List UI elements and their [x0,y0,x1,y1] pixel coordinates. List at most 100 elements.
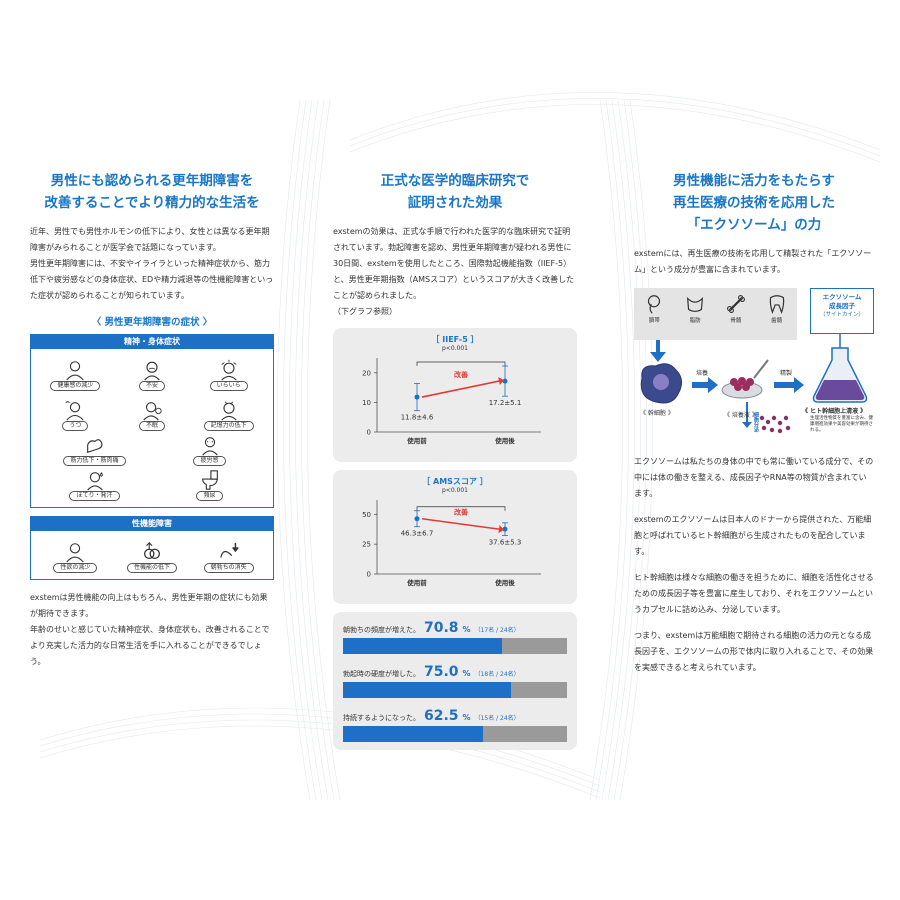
body-paragraph: ヒト幹細胞は様々な細胞の働きを担うために、細胞を活性化させるための成長因子等を豊… [634,573,874,614]
symptom-item: 記憶力の低下 [190,393,267,433]
intro-paragraph: 近年、男性でも男性ホルモンの低下により、女性とは異なる更年期障害がみられることが… [30,227,270,252]
survey-label: 朝勃ちの頻度が増えた。 [343,626,420,634]
person-icon [66,543,85,563]
panel-header: 精神・身体症状 [30,334,274,349]
x-tick-label: 使用前 [406,436,427,445]
data-point [414,394,420,400]
sweat-icon [86,472,103,491]
symptom-label: 性欲の減少 [53,563,98,573]
symptom-label: いらいら [209,381,248,391]
stem-cell-sources: 臍帯 脂肪 骨髄 歯髄 [634,288,797,340]
survey-label: 勃起時の硬度が増した。 [343,670,420,678]
symptom-label: 筋力低下・筋肉痛 [63,456,126,466]
symptom-label: うつ [62,421,89,431]
source-label: 脂肪 [689,318,701,324]
sleepless-icon [143,402,162,421]
survey-row: 勃起時の硬度が増した。 75.0% （18名 / 24名） [343,664,567,698]
value-label: 37.6±5.3 [489,538,522,546]
heading-line: 正式な医学的臨床研究で [380,173,530,189]
data-point [414,516,420,522]
symptom-item: 性欲の減少 [37,535,114,575]
column-exosome: 男性機能に活力をもたらす 再生医療の技術を応用した 「エクソソーム」の力 exs… [634,170,874,676]
culture-arrow-label: 培養 [696,370,709,377]
column-andropause: 男性にも認められる更年期障害を 改善することでより精力的な生活を 近年、男性でも… [30,170,274,670]
outro-paragraph: 年齢のせいと感じていた精神症状、身体症状も、改善されることでより充実した活力的な… [30,625,270,666]
survey-bars: 朝勃ちの頻度が増えた。 70.8% （17名 / 24名） 勃起時の硬度が増した… [333,612,577,750]
heading-line: 再生医療の技術を応用した [673,195,835,211]
irritated-icon [220,359,237,381]
outro-paragraph: exstemは男性機能の向上はもちろん、男性更年期の症状にも効果が期待できます。 [30,593,268,618]
culture-label: 《 培養液 》 [724,412,758,419]
intro-paragraph: exstemには、再生医療の技術を応用して精製された「エクソソーム」という成分が… [634,249,872,274]
y-tick-label: 0 [367,571,371,579]
heading-line: 改善することでより精力的な生活を [44,195,260,211]
body-paragraph: エクソソームは私たちの身体の中でも常に働いている成分で、その中には体の働きを整え… [634,457,874,498]
source-item: 歯髄 [766,292,788,324]
toilet-icon [201,470,218,490]
heading-line: 男性にも認められる更年期障害を [50,173,254,189]
survey-row: 持続するようになった。 62.5% （15名 / 24名） [343,708,567,742]
exo-line: （サイトカイン） [819,312,864,318]
flask-note: 生理活性物質を豊富に含み、健康増進効果や美容効果が期待される。 [810,416,873,433]
survey-label: 持続するようになった。 [343,714,420,722]
value-label: 11.8±4.6 [401,414,434,422]
symptom-label: 健康感の減少 [50,381,101,391]
y-tick-label: 25 [362,541,371,549]
muscle-icon [86,439,102,454]
exosome-flow-diagram: 臍帯 脂肪 骨髄 歯髄 エクソソーム 成長因子 （サイトカイン） [634,288,874,448]
percent-sign: % [462,625,471,634]
exo-line: 成長因子 [829,302,855,310]
purify-arrow-label: 精製 [780,370,793,377]
symptom-label: 不眠 [138,421,165,431]
annotation-label: 改善 [454,508,468,517]
survey-bar-fill [343,682,511,698]
section-heading: 男性機能に活力をもたらす 再生医療の技術を応用した 「エクソソーム」の力 [634,170,874,236]
arrow-head [498,377,504,386]
symptom-item: 筋力低下・筋肉痛 [37,433,152,468]
y-tick-label: 20 [362,369,371,377]
heading-line: 「エクソソーム」の力 [686,217,822,233]
symptom-item: 疲労感 [152,433,267,468]
source-item: 臍帯 [643,292,665,324]
exosome-label-box: エクソソーム 成長因子 （サイトカイン） [810,288,874,334]
intro-note: （下グラフ参照） [333,307,397,316]
memory-icon [220,401,237,421]
p-value: p<0.001 [441,345,468,352]
flask-label: 《 ヒト幹細胞上清液 》 [802,408,867,415]
secrete-arrow [742,402,752,428]
column-clinical: 正式な医学的臨床研究で 証明された効果 exstemの効果は、正式な手順で行われ… [333,170,577,750]
down-arrow-icon [219,542,239,558]
fat-icon [687,296,704,312]
section-heading: 男性にも認められる更年期障害を 改善することでより精力的な生活を [30,170,274,214]
source-label: 臍帯 [648,318,660,324]
improvement-arrow [421,517,500,530]
symptoms-title: 〈 男性更年期障害の症状 〉 [91,317,213,328]
symptom-label: ほてり・発汗 [69,491,120,501]
significance-bracket [416,361,506,366]
arrow-head [498,525,504,534]
survey-bar [343,638,567,654]
survey-bar-fill [343,726,483,742]
symptom-item: 健康感の減少 [37,353,114,393]
survey-percent: 70.8 [424,620,459,636]
depressed-icon [65,401,84,421]
bone-icon [726,295,745,313]
symptom-item: 性機能の低下 [114,535,191,575]
section-heading: 正式な医学的臨床研究で 証明された効果 [333,170,577,214]
symptom-item: いらいら [190,353,267,393]
source-item: 脂肪 [684,292,706,324]
symptom-item: うつ [37,393,114,433]
heading-line: 男性機能に活力をもたらす [673,173,835,189]
source-label: 骨髄 [730,318,742,324]
x-tick-label: 使用後 [494,578,515,587]
flow-graphics [640,334,868,434]
body-paragraph: つまり、exstemは万能細胞で期待される細胞の活力の元となる成長因子を、エクソ… [634,631,874,672]
percent-sign: % [462,669,471,678]
symptom-label: 頻尿 [196,491,223,501]
percent-sign: % [462,713,471,722]
symptom-item: 不眠 [114,393,191,433]
exosome-dots [759,415,791,434]
